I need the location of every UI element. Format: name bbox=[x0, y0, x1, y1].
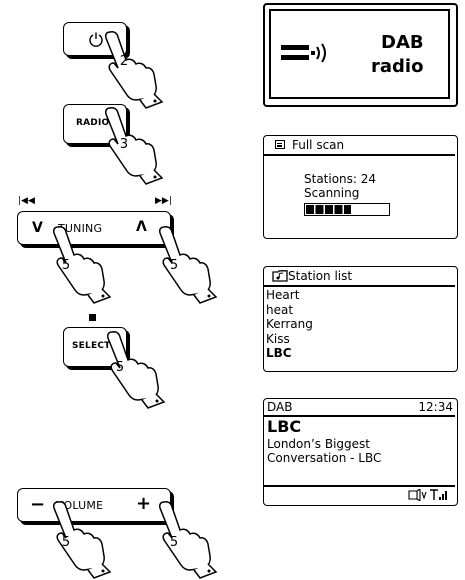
hand-pointer-icon bbox=[44, 225, 114, 305]
hand-pointer-icon bbox=[44, 500, 114, 580]
screen-title: Station list bbox=[288, 269, 352, 283]
scan-progress-fill bbox=[306, 205, 351, 214]
station-item[interactable]: Kiss bbox=[266, 332, 313, 347]
radio-label: radio bbox=[371, 57, 423, 77]
stereo-signal-icons bbox=[408, 489, 450, 501]
stop-icon bbox=[89, 314, 96, 321]
equals-bar-top bbox=[281, 45, 309, 50]
display-now-playing: DAB 12:34 LBC London’s Biggest Conversat… bbox=[263, 398, 458, 506]
display-station-list: Station list Heart heat Kerrang Kiss LBC bbox=[263, 266, 458, 372]
screen-title: Full scan bbox=[292, 138, 344, 152]
station-item[interactable]: Kerrang bbox=[266, 317, 313, 332]
dls-line-2: Conversation - LBC bbox=[267, 451, 381, 465]
hand-pointer-icon bbox=[150, 225, 220, 305]
step-number: 5 bbox=[58, 258, 74, 273]
station-item-selected[interactable]: LBC bbox=[266, 346, 313, 361]
skip-back-icon: |◀◀ bbox=[18, 196, 35, 206]
equals-bar-bottom bbox=[281, 55, 309, 60]
station-name: LBC bbox=[267, 418, 301, 436]
step-number: 5 bbox=[166, 535, 182, 550]
screen-inner-border bbox=[269, 9, 450, 99]
station-items: Heart heat Kerrang Kiss LBC bbox=[266, 288, 313, 361]
radio-waves-icon bbox=[309, 42, 335, 64]
station-item[interactable]: Heart bbox=[266, 288, 313, 303]
station-item[interactable]: heat bbox=[266, 303, 313, 318]
mode-label: DAB bbox=[267, 400, 292, 414]
step-number: 3 bbox=[116, 137, 132, 152]
hand-pointer-icon bbox=[96, 30, 166, 110]
dls-line-1: London’s Biggest bbox=[267, 437, 370, 451]
stations-count: Stations: 24 bbox=[304, 172, 376, 186]
display-dab-radio: DAB radio bbox=[263, 3, 458, 107]
volume-minus-symbol[interactable]: − bbox=[30, 494, 45, 515]
footer-line bbox=[264, 485, 455, 487]
menu-icon bbox=[275, 140, 285, 149]
title-underline bbox=[264, 285, 455, 287]
display-full-scan: Full scan Stations: 24 Scanning bbox=[263, 135, 458, 239]
dab-label: DAB bbox=[381, 33, 424, 53]
hand-pointer-icon bbox=[150, 500, 220, 580]
step-number: 5 bbox=[112, 360, 128, 375]
volume-plus-symbol[interactable]: + bbox=[136, 493, 151, 514]
tuning-down-symbol[interactable]: V bbox=[32, 220, 43, 236]
step-number: 5 bbox=[166, 258, 182, 273]
hand-pointer-icon bbox=[98, 330, 168, 410]
tuning-up-symbol[interactable]: Λ bbox=[136, 219, 147, 235]
clock-time: 12:34 bbox=[418, 400, 453, 414]
skip-forward-icon: ▶▶| bbox=[155, 196, 172, 206]
scan-progress-bar bbox=[304, 203, 390, 216]
title-underline bbox=[264, 154, 455, 156]
step-number: 2 bbox=[116, 54, 132, 69]
folder-music-icon bbox=[272, 270, 288, 282]
scan-status: Scanning bbox=[304, 186, 359, 200]
step-number: 5 bbox=[58, 535, 74, 550]
